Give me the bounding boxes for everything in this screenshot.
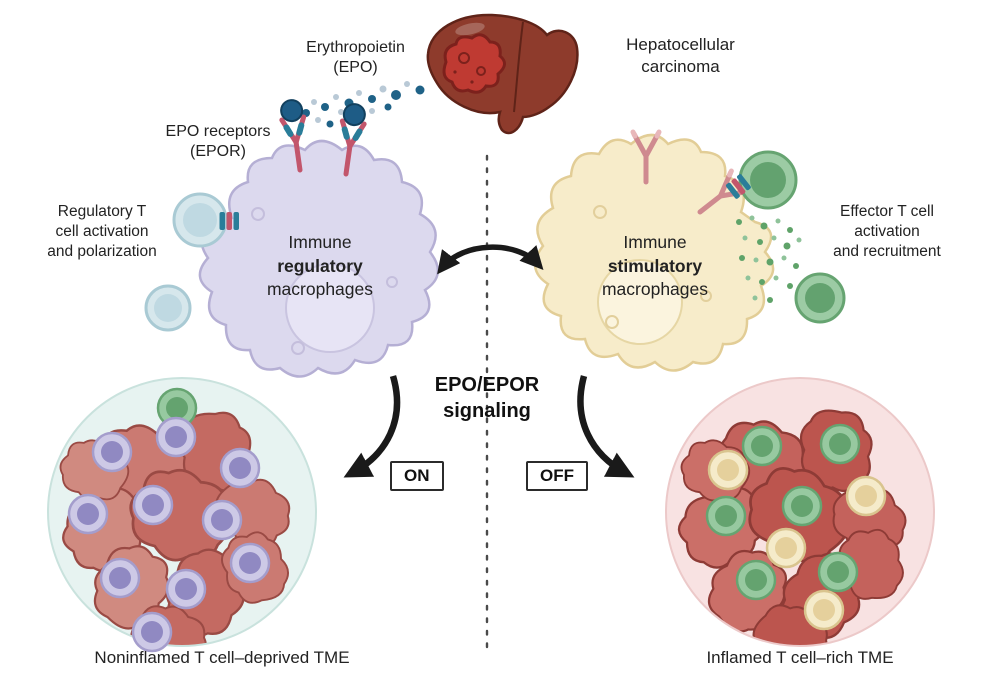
regulatory-t-label: Regulatory T cell activation and polariz… [47,203,157,260]
interconversion-arrow [437,244,544,275]
regulatory-macrophage-label: Immune regulatory macrophages [250,231,390,302]
epo-receptors-label: EPO receptors (EPOR) [165,123,271,161]
stimulatory-macrophage-label: Immune stimulatory macrophages [581,231,729,302]
regulatory-macrophage-label-line2: regulatory [277,255,363,276]
liver-illustration [426,13,579,135]
arrow-to-noninflamed-tme [343,375,401,478]
inflamed-tme [665,377,935,647]
regulatory-macrophage [198,99,440,378]
tcr-receptor-icon [219,212,239,230]
off-badge: OFF [526,461,588,491]
arrow-to-inflamed-tme [577,375,635,478]
noninflamed-tme-label: Noninflamed T cell–deprived TME [94,648,350,667]
regulatory-macrophage-label-line1: Immune [288,232,352,252]
stimulatory-macrophage-label-line3: macrophages [601,279,709,300]
hepatocellular-carcinoma-label: Hepatocellular carcinoma [626,35,735,76]
stimulatory-macrophage [533,132,775,372]
effector-t-cells [725,150,846,324]
noninflamed-tme [47,377,317,653]
inflamed-tme-label: Inflamed T cell–rich TME [706,648,894,667]
on-badge: ON [390,461,444,491]
stimulatory-macrophage-label-line2: stimulatory [607,255,703,276]
regulatory-t-cells [144,192,239,332]
regulatory-macrophage-label-line3: macrophages [266,279,374,300]
cytokine-dots [736,215,802,303]
effector-t-label: Effector T cell activation and recruitme… [833,203,941,260]
epo-label: Erythropoietin (EPO) [306,39,405,77]
stimulatory-macrophage-label-line1: Immune [623,232,687,252]
signaling-title: EPO/EPOR signaling [434,374,540,422]
tumor-nodule [442,33,506,94]
